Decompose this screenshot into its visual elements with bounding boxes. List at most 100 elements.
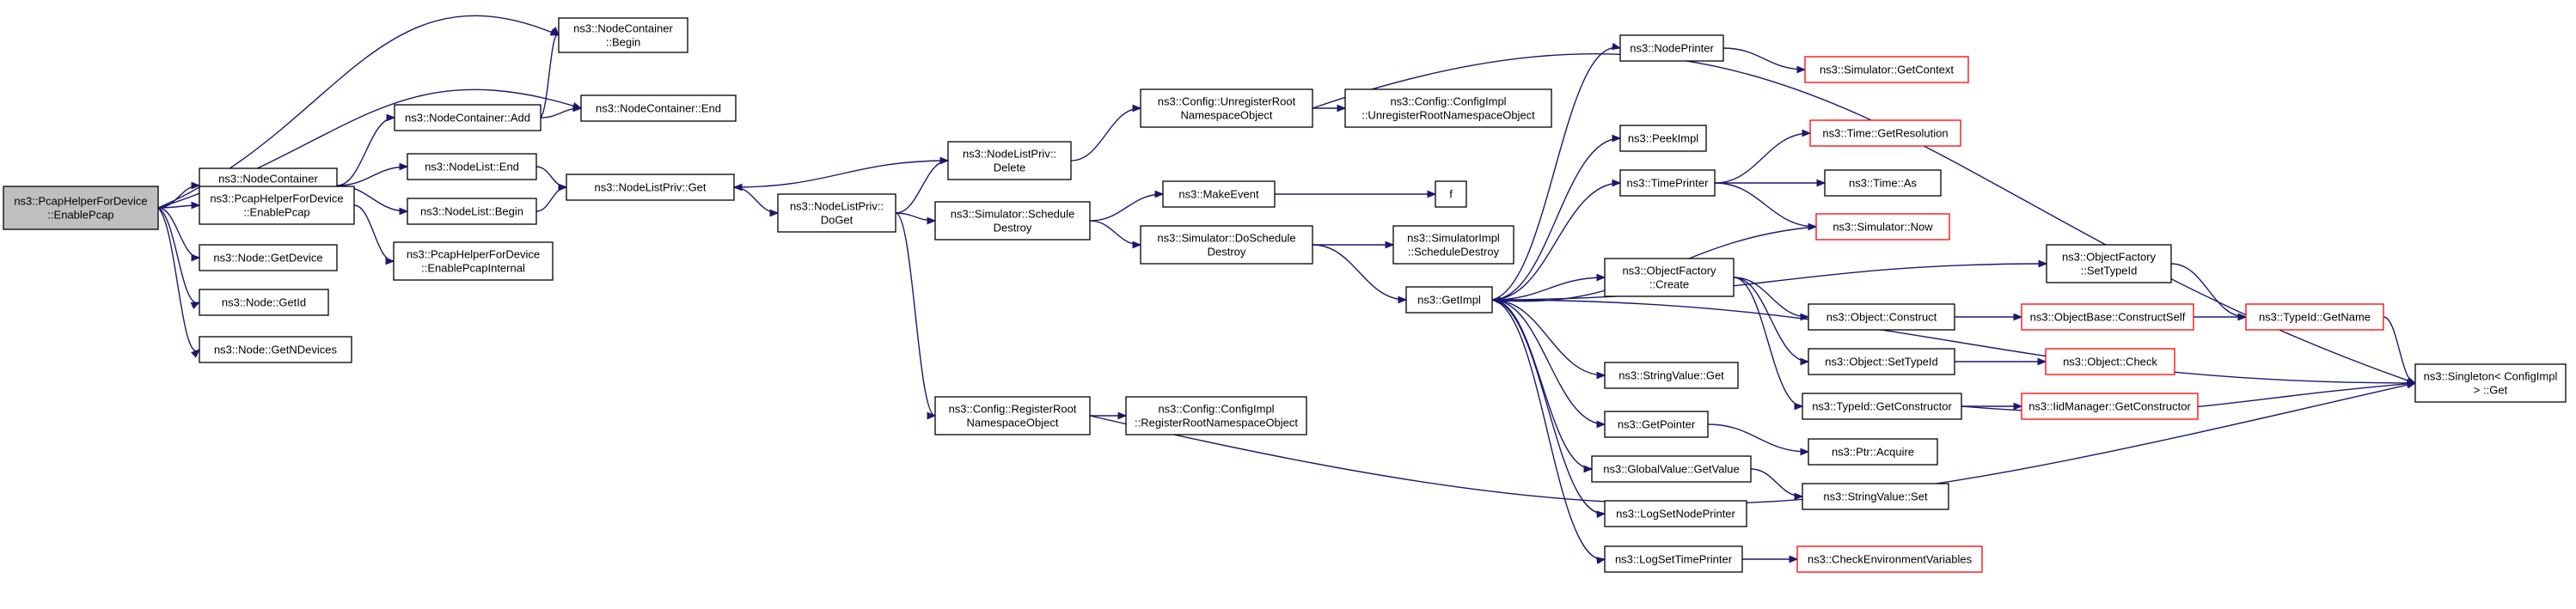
edge-getimpl-to-stringvalue-get: [1491, 299, 1606, 376]
node-phd-internal[interactable]: ns3::PcapHelperForDevice::EnablePcapInte…: [393, 241, 554, 281]
node-phd-enable[interactable]: ns3::PcapHelperForDevice::EnablePcap: [199, 186, 355, 225]
node-check-env[interactable]: ns3::CheckEnvironmentVariables: [1796, 545, 1983, 573]
arrowhead-logsettimeprinter-to-check-env: [1789, 555, 1799, 563]
arrowhead-getimpl-to-objfactory-settypeid: [2038, 259, 2048, 268]
node-time-as[interactable]: ns3::Time::As: [1824, 169, 1942, 197]
edge-nc-add-to-nc-begin: [540, 33, 560, 119]
node-nlp-get[interactable]: ns3::NodeListPriv::Get: [566, 174, 735, 201]
node-globalvalue-getvalue[interactable]: ns3::GlobalValue::GetValue: [1591, 455, 1752, 483]
node-node-getdevice[interactable]: ns3::Node::GetDevice: [199, 244, 338, 271]
arrowhead-typeid-getconstructor-to-iidmanager-getconstructor: [2013, 402, 2023, 411]
node-ptr-acquire[interactable]: ns3::Ptr::Acquire: [1808, 438, 1938, 466]
node-label: ns3::NodeList::End: [425, 161, 519, 174]
node-cfgimpl-unregister[interactable]: ns3::Config::ConfigImpl::UnregisterRootN…: [1344, 88, 1552, 128]
node-nlp-delete[interactable]: ns3::NodeListPriv::Delete: [947, 141, 1072, 180]
node-cfg-register[interactable]: ns3::Config::RegisterRootNamespaceObject: [934, 396, 1091, 435]
node-box: [1802, 393, 1962, 420]
node-makeevent[interactable]: ns3::MakeEvent: [1162, 180, 1276, 208]
arrowhead-nc-add-to-nc-begin: [550, 27, 560, 36]
node-logsettimeprinter[interactable]: ns3::LogSetTimePrinter: [1604, 545, 1743, 573]
node-cfgimpl-register[interactable]: ns3::Config::ConfigImpl::RegisterRootNam…: [1125, 396, 1307, 435]
node-simimpl-schedule-destroy[interactable]: ns3::SimulatorImpl::ScheduleDestroy: [1392, 225, 1514, 265]
arrowhead-getimpl-to-timeprinter: [1612, 179, 1622, 187]
node-box: [1140, 88, 1313, 128]
node-singleton-get[interactable]: ns3::Singleton< ConfigImpl> ::Get: [2414, 363, 2567, 403]
node-root[interactable]: ns3::PcapHelperForDevice::EnablePcap: [3, 186, 159, 230]
edge-nl-begin-to-nlp-get: [535, 186, 567, 212]
arrowhead-cfg-register-to-cfgimpl-register: [1117, 411, 1128, 420]
node-label: Destroy: [994, 222, 1032, 234]
node-object-settypeid[interactable]: ns3::Object::SetTypeId: [1808, 348, 1955, 375]
node-sim-now[interactable]: ns3::Simulator::Now: [1815, 213, 1950, 241]
node-box: [1140, 225, 1313, 265]
node-objbase-constructself[interactable]: ns3::ObjectBase::ConstructSelf: [2021, 303, 2194, 331]
node-node-getndevices[interactable]: ns3::Node::GetNDevices: [199, 336, 352, 363]
arrowhead-nl-begin-to-nlp-get: [558, 183, 568, 192]
node-box: [1392, 225, 1514, 265]
node-box: [3, 186, 159, 230]
node-typeid-getconstructor[interactable]: ns3::TypeId::GetConstructor: [1802, 393, 1962, 420]
arrowhead-getimpl-to-objfactory-create: [1596, 273, 1606, 282]
arrowhead-typeid-getname-to-singleton-get: [2407, 379, 2417, 387]
node-nlp-doget[interactable]: ns3::NodeListPriv::DoGet: [777, 193, 896, 233]
edge-getimpl-to-getpointer: [1491, 299, 1606, 425]
node-label: ns3::Time::As: [1849, 177, 1917, 190]
arrowhead-cfg-unregister-to-cfgimpl-unregister: [1337, 104, 1347, 113]
node-typeid-getname[interactable]: ns3::TypeId::GetName: [2245, 303, 2384, 331]
node-box: [199, 336, 352, 363]
node-label: ns3::IidManager::GetConstructor: [2028, 400, 2191, 413]
arrowhead-nlp-get-to-nlp-doget: [769, 209, 780, 217]
node-getimpl[interactable]: ns3::GetImpl: [1405, 286, 1493, 314]
node-logsetnodeprinter[interactable]: ns3::LogSetNodePrinter: [1604, 500, 1747, 527]
node-nc-add[interactable]: ns3::NodeContainer::Add: [394, 104, 542, 131]
node-label: ns3::Node::GetId: [222, 296, 306, 309]
node-nl-end[interactable]: ns3::NodeList::End: [407, 153, 537, 180]
node-object-construct[interactable]: ns3::Object::Construct: [1808, 303, 1955, 331]
node-label: ns3::NodeListPriv::Get: [594, 181, 706, 194]
node-label: NamespaceObject: [1181, 109, 1273, 122]
node-node-getid[interactable]: ns3::Node::GetId: [199, 289, 329, 316]
node-stringvalue-get[interactable]: ns3::StringValue::Get: [1604, 362, 1739, 389]
node-iidmanager-getconstructor[interactable]: ns3::IidManager::GetConstructor: [2021, 393, 2199, 420]
node-box: [934, 396, 1091, 435]
node-label: ns3::SimulatorImpl: [1407, 232, 1500, 245]
node-object-check[interactable]: ns3::Object::Check: [2045, 348, 2175, 375]
node-cfg-unregister[interactable]: ns3::Config::UnregisterRootNamespaceObje…: [1140, 88, 1313, 128]
node-sim-getcontext[interactable]: ns3::Simulator::GetContext: [1804, 56, 1969, 83]
node-getpointer[interactable]: ns3::GetPointer: [1604, 411, 1709, 438]
node-f[interactable]: f: [1435, 180, 1467, 208]
node-box: [2045, 348, 2175, 375]
node-box: [199, 289, 329, 316]
node-stringvalue-set[interactable]: ns3::StringValue::Set: [1802, 483, 1949, 510]
arrowhead-timeprinter-to-time-as: [1816, 179, 1826, 187]
node-nl-begin[interactable]: ns3::NodeList::Begin: [407, 198, 537, 225]
edge-globalvalue-getvalue-to-stringvalue-set: [1750, 468, 1803, 497]
node-label: ns3::MakeEvent: [1178, 188, 1259, 201]
node-peekimpl[interactable]: ns3::PeekImpl: [1619, 125, 1707, 152]
arrowhead-object-construct-to-objbase-constructself: [2013, 313, 2023, 321]
arrowhead-nlp-delete-to-cfg-unregister: [1132, 104, 1142, 113]
node-box: [1405, 286, 1493, 314]
node-label: ns3::StringValue::Get: [1618, 369, 1724, 382]
node-label: ns3::StringValue::Set: [1823, 490, 1928, 503]
edge-typeid-getname-to-singleton-get: [2383, 316, 2416, 384]
node-nc-end[interactable]: ns3::NodeContainer::End: [580, 94, 737, 122]
node-label: ns3::Config::UnregisterRoot: [1158, 95, 1296, 108]
node-box: [1162, 180, 1276, 208]
edge-sim-schedule-destroy-to-sim-doschedule-destroy: [1089, 220, 1141, 246]
node-sim-schedule-destroy[interactable]: ns3::Simulator::ScheduleDestroy: [934, 201, 1091, 241]
node-timeprinter[interactable]: ns3::TimePrinter: [1619, 169, 1716, 197]
node-box: [2245, 303, 2384, 331]
node-box: [1344, 88, 1552, 128]
arrowhead-sim-schedule-destroy-to-sim-doschedule-destroy: [1132, 241, 1142, 249]
node-nodeprinter[interactable]: ns3::NodePrinter: [1619, 34, 1724, 62]
arrowhead-objbase-constructself-to-typeid-getname: [2237, 313, 2248, 321]
arrowhead-nc-global-to-nl-end: [399, 162, 409, 171]
node-nc-begin[interactable]: ns3::NodeContainer::Begin: [558, 17, 688, 53]
node-box: [1809, 119, 1961, 147]
node-label: ns3::NodePrinter: [1630, 42, 1714, 55]
node-objfactory-settypeid[interactable]: ns3::ObjectFactory::SetTypeId: [2046, 244, 2172, 283]
node-time-getresolution[interactable]: ns3::Time::GetResolution: [1809, 119, 1961, 147]
node-objfactory-create[interactable]: ns3::ObjectFactory::Create: [1604, 258, 1735, 297]
